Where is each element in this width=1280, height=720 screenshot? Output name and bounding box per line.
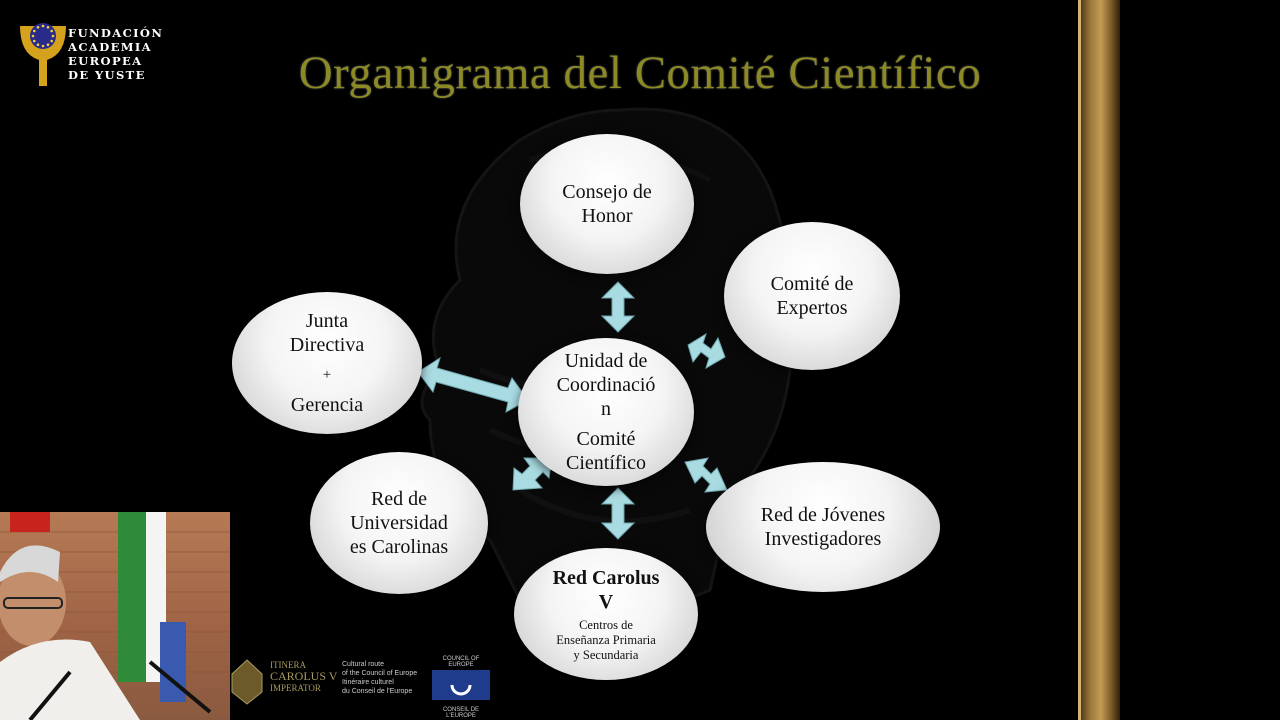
microphone-1	[28, 670, 72, 720]
node-red-carolus: Red Carolus V Centros de Enseñanza Prima…	[514, 548, 698, 680]
cultural-route-text: Cultural route of the Council of Europe …	[342, 661, 418, 695]
speaker-shirt	[0, 639, 140, 720]
foundation-name: FUNDACIÓN ACADEMIA EUROPEA DE YUSTE	[68, 26, 164, 82]
node-red-universidades: Red de Universidad es Carolinas	[310, 452, 488, 594]
speaker-hair	[0, 545, 60, 582]
itinera-emblem-icon	[231, 659, 263, 705]
microphone-2	[148, 660, 212, 714]
node-unidad-coordinacion: Unidad de Coordinació n Comité Científic…	[518, 338, 694, 486]
flag-spain	[10, 512, 50, 532]
strip-border	[1078, 0, 1081, 720]
node-comite-expertos: Comité de Expertos	[724, 222, 900, 370]
speaker-glasses	[3, 597, 63, 609]
foundation-emblem-icon	[20, 23, 66, 86]
node-red-jovenes: Red de Jóvenes Investigadores	[706, 462, 940, 592]
node-junta-directiva: Junta Directiva + Gerencia	[232, 292, 422, 434]
foundation-logo: FUNDACIÓN ACADEMIA EUROPEA DE YUSTE	[18, 20, 168, 90]
speaker-head	[0, 558, 66, 646]
council-of-europe-icon	[432, 670, 490, 700]
arrow-junta	[417, 356, 529, 413]
node-consejo-honor: Consejo de Honor	[520, 134, 694, 274]
decorative-map-strip	[1078, 0, 1120, 720]
speaker-scene	[0, 512, 230, 720]
arrow-jovenes	[684, 457, 728, 493]
council-of-europe-logo: COUNCIL OF EUROPE CONSEIL DE L'EUROPE	[430, 656, 492, 719]
speaker-video	[0, 512, 230, 720]
arrow-carolus	[600, 487, 636, 540]
slide-title: Organigrama del Comité Científico	[298, 47, 982, 99]
itinera-text: ITINERA CAROLUS V IMPERATOR	[270, 660, 338, 693]
bottom-logos: ITINERA CAROLUS V IMPERATOR Cultural rou…	[230, 652, 510, 719]
arrow-honor	[600, 281, 636, 333]
presentation-slide: Organigrama del Comité Científico Consej…	[230, 0, 1078, 720]
arrow-expertos	[687, 332, 726, 370]
connector-arrows	[417, 281, 728, 540]
